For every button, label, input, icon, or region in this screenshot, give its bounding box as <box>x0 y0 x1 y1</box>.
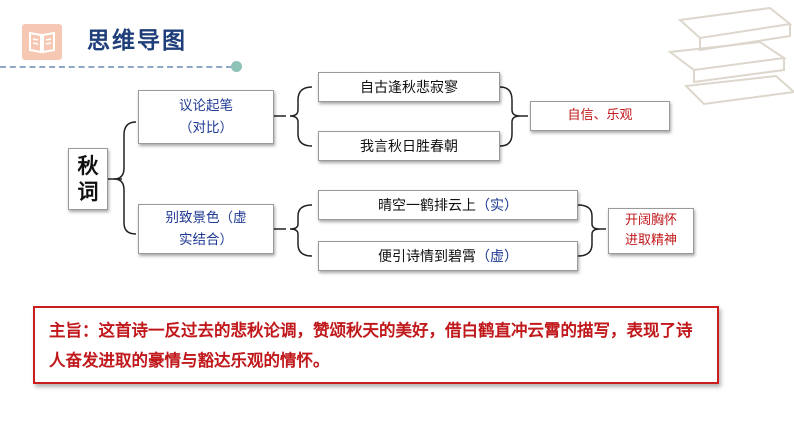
root-char-2: 词 <box>77 179 99 204</box>
title-underline <box>0 66 232 68</box>
books-decoration-icon <box>667 6 794 106</box>
branch-2-conclusion: 开阔胸怀 进取精神 <box>608 208 694 254</box>
item-tag: （虚） <box>476 249 518 265</box>
theme-box: 主旨：这首诗一反过去的悲秋论调，赞颂秋天的美好，借白鹤直冲云霄的描写，表现了诗人… <box>33 306 719 384</box>
branch-2-item-2: 便引诗情到碧霄（虚） <box>318 241 578 271</box>
page-title: 思维导图 <box>87 28 187 54</box>
branch-1-item-1: 自古逢秋悲寂寥 <box>318 72 500 102</box>
item-text: 自古逢秋悲寂寥 <box>360 80 458 96</box>
item-text: 便引诗情到碧霄 <box>378 249 476 265</box>
item-text: 我言秋日胜春朝 <box>360 139 458 155</box>
category-line-1: 议论起笔 <box>179 98 233 114</box>
branch-1-category: 议论起笔 （对比） <box>138 90 274 144</box>
category-line-1: 别致景色（虚 <box>165 210 247 226</box>
conclusion-line-1: 开阔胸怀 <box>624 213 677 228</box>
branch-1-item-2: 我言秋日胜春朝 <box>318 131 500 161</box>
conclusion-line-2: 进取精神 <box>624 233 677 248</box>
item-tag: （实） <box>476 198 518 214</box>
branch-1-conclusion: 自信、乐观 <box>530 101 670 131</box>
category-line-2: 实结合） <box>179 232 233 248</box>
book-icon <box>22 24 62 60</box>
root-node: 秋 词 <box>68 148 108 210</box>
item-text: 晴空一鹤排云上 <box>378 198 476 214</box>
category-line-2: （对比） <box>179 120 233 136</box>
root-char-1: 秋 <box>77 153 99 178</box>
title-dot <box>231 61 242 72</box>
branch-2-category: 别致景色（虚 实结合） <box>138 204 274 254</box>
branch-2-item-1: 晴空一鹤排云上（实） <box>318 190 578 220</box>
conclusion-line-1: 自信、乐观 <box>567 108 633 123</box>
theme-text: 这首诗一反过去的悲秋论调，赞颂秋天的美好，借白鹤直冲云霄的描写，表现了诗人奋发进… <box>49 321 693 370</box>
theme-label: 主旨： <box>49 321 99 340</box>
